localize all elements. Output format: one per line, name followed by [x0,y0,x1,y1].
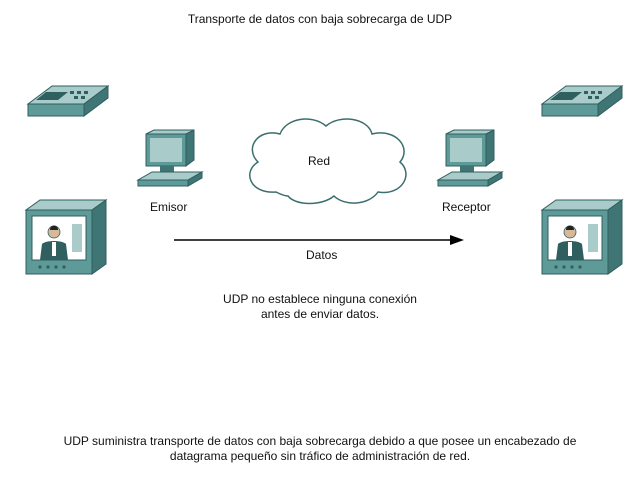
network-cloud-icon [249,118,407,205]
udp-note-line2: antes de enviar datos. [260,307,380,321]
diagram-title: Transporte de datos con baja sobrecarga … [187,12,453,26]
udp-note-line1: UDP no establece ninguna conexión [223,292,417,306]
data-label: Datos [306,248,338,262]
udp-note: UDP no establece ninguna conexión antes … [0,292,640,322]
video-terminal-icon-right [540,199,624,275]
sender-label: Emisor [150,200,188,214]
data-arrow [174,235,464,245]
pc-icon-sender [136,129,204,187]
ip-phone-icon-right [540,85,624,117]
receiver-label: Receptor [442,200,491,214]
caption: UDP suministra transporte de datos con b… [0,434,640,464]
ip-phone-icon-left [26,85,110,117]
caption-line2: datagrama pequeño sin tráfico de adminis… [169,449,471,463]
network-label: Red [308,154,331,168]
video-terminal-icon-left [24,199,108,275]
pc-icon-receiver [436,129,504,187]
caption-line1: UDP suministra transporte de datos con b… [63,434,577,448]
